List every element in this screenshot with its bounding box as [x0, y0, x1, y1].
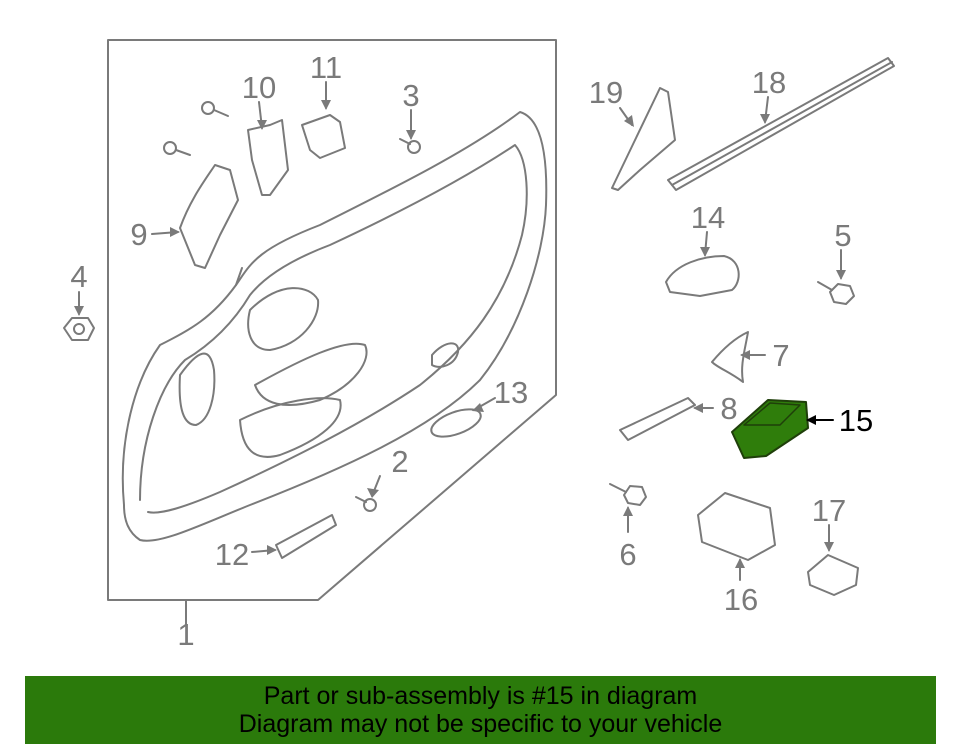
- part-13-cap[interactable]: [428, 404, 484, 442]
- callout-3: 3: [402, 78, 419, 113]
- callout-7: 7: [772, 338, 789, 373]
- part-12-handle-insert[interactable]: [275, 514, 337, 559]
- callout-6: 6: [619, 537, 636, 572]
- part-11-housing[interactable]: [301, 114, 346, 159]
- banner-line-2: Diagram may not be specific to your vehi…: [238, 710, 723, 738]
- callout-2: 2: [391, 444, 408, 479]
- part-4-clip[interactable]: [63, 317, 95, 341]
- part-15-window-switch[interactable]: [731, 399, 809, 459]
- callout-1: 1: [177, 617, 194, 652]
- part-3-screw[interactable]: [399, 138, 421, 154]
- callout-10: 10: [242, 70, 276, 105]
- part-14-switch-bezel[interactable]: [665, 255, 740, 297]
- part-7-cover[interactable]: [711, 331, 749, 383]
- callout-5: 5: [834, 218, 851, 253]
- info-banner: Part or sub-assembly is #15 in diagram D…: [25, 676, 936, 744]
- callout-15: 15: [839, 403, 873, 438]
- part-6-bolt[interactable]: [609, 483, 647, 506]
- part-16-switch-assembly[interactable]: [697, 492, 776, 561]
- arrowhead-15: [806, 415, 816, 425]
- part-19-mirror-cover[interactable]: [611, 87, 676, 191]
- part-9-bracket[interactable]: [163, 101, 239, 269]
- callout-9: 9: [130, 217, 147, 252]
- callout-16: 16: [724, 582, 758, 617]
- part-17-clip[interactable]: [807, 554, 859, 596]
- callout-11: 11: [310, 50, 342, 85]
- callout-4: 4: [70, 259, 87, 294]
- callout-12: 12: [215, 537, 249, 572]
- callout-labels: 1 2 3 4 5 6 7 8 9 10 11 12 13 14 15 16 1…: [70, 50, 873, 652]
- arrowheads: [74, 100, 846, 568]
- callout-8: 8: [720, 391, 737, 426]
- parts-diagram: 1 2 3 4 5 6 7 8 9 10 11 12 13 14 15 16 1…: [63, 39, 895, 652]
- callout-19: 19: [589, 75, 623, 110]
- part-5-bolt[interactable]: [817, 281, 855, 305]
- part-8-trim-strip[interactable]: [619, 397, 696, 441]
- part-2-screw[interactable]: [355, 496, 377, 512]
- callout-17: 17: [812, 493, 846, 528]
- banner-line-1: Part or sub-assembly is #15 in diagram: [263, 682, 698, 710]
- callout-18: 18: [752, 65, 786, 100]
- part-18-weatherstrip[interactable]: [667, 57, 895, 191]
- callout-14: 14: [691, 200, 725, 235]
- part-1-door-trim-panel[interactable]: [107, 39, 557, 613]
- callout-13: 13: [494, 375, 528, 410]
- leader-lines: [78, 81, 842, 626]
- part-10-bracket[interactable]: [247, 119, 289, 196]
